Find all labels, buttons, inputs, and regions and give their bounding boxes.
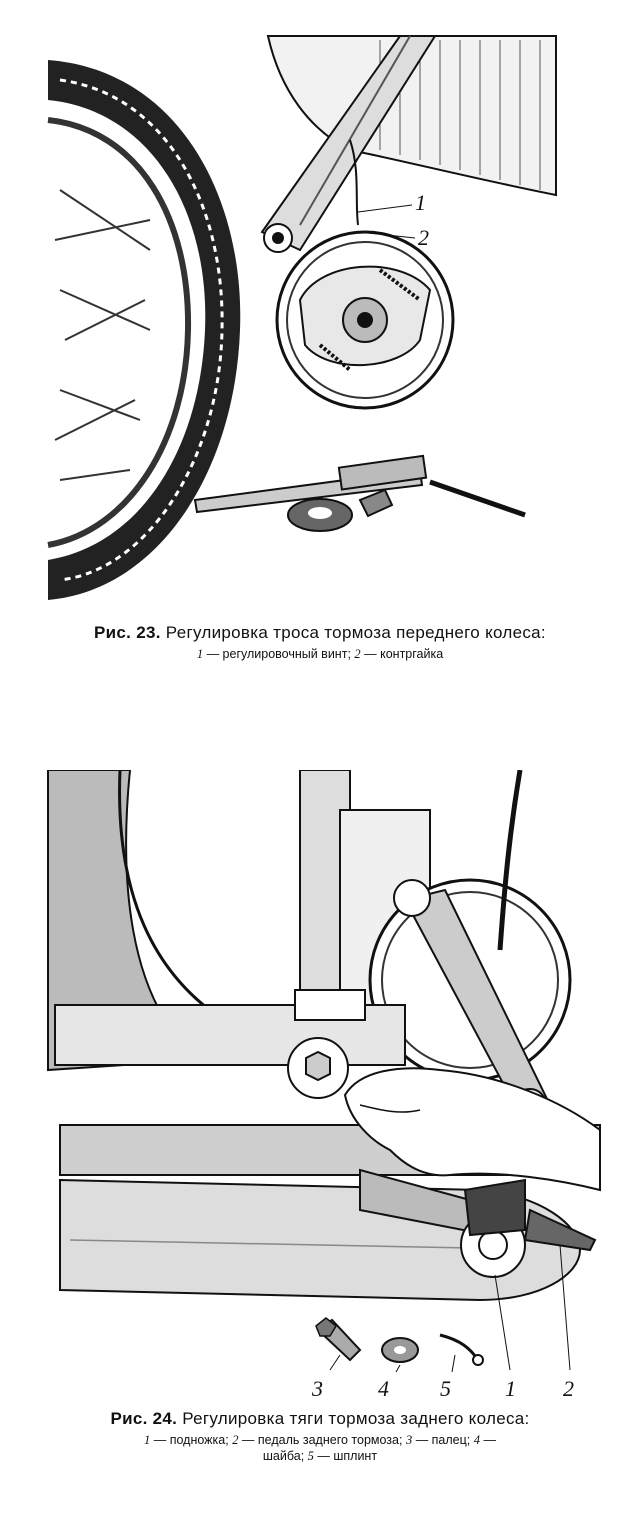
- callout-2: 2: [418, 225, 429, 250]
- cotter-pin-part: [439, 1333, 484, 1366]
- legend-text: шайба;: [262, 1449, 305, 1463]
- washer-part: [381, 1337, 419, 1363]
- legend-text: — палец;: [415, 1433, 471, 1447]
- figure-24-caption-title: Рис. 24. Регулировка тяги тормоза заднег…: [40, 1408, 600, 1430]
- callout-3: 3: [311, 1376, 323, 1401]
- figure-24-illustration: 3 4 5 1 2: [47, 770, 601, 1401]
- front-wheel-tire: [47, 60, 241, 600]
- legend-text: — подножка;: [153, 1433, 229, 1447]
- brake-parts-screw: [358, 488, 394, 518]
- pin-part: [315, 1317, 362, 1362]
- callout-4: 4: [378, 1376, 389, 1401]
- frame-clamp: [287, 989, 366, 1099]
- figure-24-title: Регулировка тяги тормоза заднего колеса:: [182, 1409, 530, 1428]
- legend-num: 1: [196, 647, 204, 661]
- brake-cable: [349, 139, 359, 226]
- figure-24-legend: 1 — подножка; 2 — педаль заднего тормоза…: [40, 1432, 600, 1464]
- legend-num: 3: [405, 1433, 413, 1447]
- legend-text: — педаль заднего тормоза;: [241, 1433, 403, 1447]
- figure-23-illustration: 1 2: [47, 35, 557, 600]
- legend-text: —: [483, 1433, 496, 1447]
- brake-parts-axle: [193, 454, 526, 518]
- rear-cable: [497, 770, 523, 951]
- frame-tube-horizontal: [54, 1004, 601, 1176]
- figure-23-label: Рис. 23.: [94, 623, 161, 642]
- wheel-spokes: [54, 189, 151, 481]
- brake-anchor-plate: [275, 230, 455, 410]
- figure-24-legend-line-2: шайба; 5 — шплинт: [40, 1448, 600, 1464]
- legend-num: 5: [307, 1449, 314, 1463]
- figure-23-callouts: 1 2: [357, 190, 429, 250]
- figure-24-callouts: 3 4 5 1 2: [311, 1244, 574, 1401]
- legend-num: 2: [232, 1433, 239, 1447]
- fork-tube: [260, 35, 437, 253]
- figure-24-legend-line-1: 1 — подножка; 2 — педаль заднего тормоза…: [40, 1432, 600, 1448]
- callout-2: 2: [563, 1376, 574, 1401]
- brake-parts-nut: [287, 498, 353, 532]
- figure-24-caption: Рис. 24. Регулировка тяги тормоза заднег…: [40, 1408, 600, 1464]
- figure-23-legend: 1 — регулировочный винт; 2 — контргайка: [40, 646, 600, 662]
- legend-num: 1: [144, 1433, 151, 1447]
- figure-24-label: Рис. 24.: [110, 1409, 178, 1428]
- figure-23-caption: Рис. 23. Регулировка троса тормоза перед…: [40, 622, 600, 662]
- legend-num: 2: [354, 647, 361, 661]
- legend-text: — регулировочный винт;: [206, 647, 351, 661]
- legend-text: — контргайка: [364, 647, 444, 661]
- callout-5: 5: [440, 1376, 451, 1401]
- mechanic-hand: [343, 1067, 601, 1192]
- figure-23-title: Регулировка троса тормоза переднего коле…: [165, 623, 546, 642]
- rear-brake-pedal: [463, 1178, 597, 1252]
- figure-23-caption-title: Рис. 23. Регулировка троса тормоза перед…: [40, 622, 600, 644]
- legend-text: — шплинт: [317, 1449, 378, 1463]
- callout-1: 1: [505, 1376, 516, 1401]
- callout-1: 1: [415, 190, 426, 215]
- legend-num: 4: [473, 1433, 480, 1447]
